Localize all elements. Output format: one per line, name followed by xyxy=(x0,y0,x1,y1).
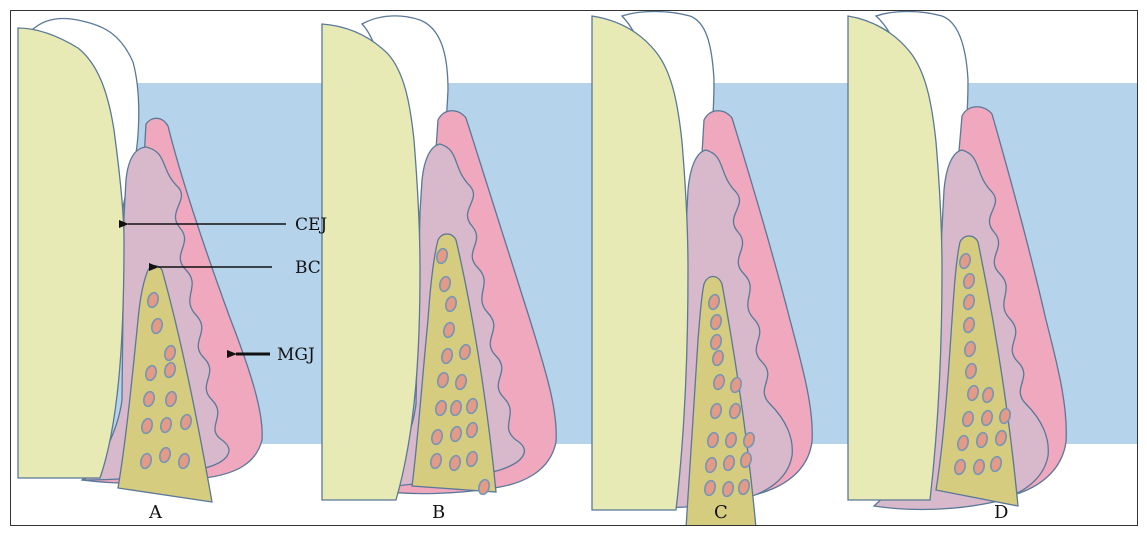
panel-a-marrow-space xyxy=(140,417,154,435)
panel-d-marrow-space xyxy=(981,386,995,404)
panel-a-marrow-space xyxy=(177,452,191,470)
panel-a-marrow-space xyxy=(150,317,164,335)
mgj-label: MGJ xyxy=(277,345,315,365)
panel-b-marrow-space xyxy=(465,421,479,439)
panel-d-marrow-space xyxy=(980,409,994,427)
panel-c-marrow-space xyxy=(739,451,753,469)
panel-d-marrow-space xyxy=(989,455,1003,473)
panel-b-marrow-space xyxy=(434,399,448,417)
panel-b-marrow-space xyxy=(438,275,452,293)
panel-c xyxy=(591,11,876,525)
panel-c-marrow-space xyxy=(737,478,751,496)
panel-a-label: A xyxy=(148,502,163,523)
panel-d-marrow-space xyxy=(975,431,989,449)
panel-d-marrow-space xyxy=(958,252,972,270)
panel-c-marrow-space xyxy=(712,373,726,391)
panel-b-label: B xyxy=(432,502,445,523)
panel-c-marrow-space xyxy=(721,480,735,498)
panel-c-marrow-space xyxy=(707,293,721,311)
panel-a-marrow-space xyxy=(139,452,153,470)
panel-b-marrow-space xyxy=(442,321,456,339)
panel-d-tooth xyxy=(847,15,943,501)
panel-a-marrow-space xyxy=(163,344,177,362)
panel-c-marrow-space xyxy=(709,313,723,331)
panel-a-alveolar-bone xyxy=(117,264,213,503)
panel-b-marrow-space xyxy=(465,450,479,468)
panel-c-marrow-space xyxy=(728,402,742,420)
panel-c-marrow-space xyxy=(709,333,723,351)
panel-b-marrow-space xyxy=(477,478,491,496)
panel-b-marrow-space xyxy=(436,371,450,389)
panel-b xyxy=(321,15,610,501)
panel-a-marrow-space xyxy=(163,361,177,379)
panel-b-marrow-space xyxy=(465,397,479,415)
panel-b-marrow-space xyxy=(444,295,458,313)
panel-b-marrow-space xyxy=(449,425,463,443)
panel-b-marrow-space xyxy=(429,452,443,470)
panel-d-label: D xyxy=(994,502,1008,523)
panel-a-marrow-space xyxy=(164,390,178,408)
panel-d-marrow-space xyxy=(956,434,970,452)
panel-d-marrow-space xyxy=(966,384,980,402)
panel-b-marrow-space xyxy=(449,399,463,417)
cej-label: CEJ xyxy=(295,215,327,235)
panel-a-marrow-space xyxy=(142,390,156,408)
panel-c-marrow-space xyxy=(724,431,738,449)
annotation-arrows xyxy=(119,220,286,358)
panel-c-marrow-space xyxy=(711,349,725,367)
panel-d-marrow-space xyxy=(963,340,977,358)
panel-c-marrow-space xyxy=(729,376,743,394)
bc-label: BC xyxy=(295,258,321,278)
panel-d-marrow-space xyxy=(998,407,1012,425)
panel-b-marrow-space xyxy=(430,428,444,446)
panel-d-marrow-space xyxy=(961,410,975,428)
panel-a-marrow-space xyxy=(158,446,172,464)
bone-marrow-spaces xyxy=(139,247,1012,498)
panel-b-marrow-space xyxy=(454,373,468,391)
panel-c-marrow-space xyxy=(709,402,723,420)
panel-b-tooth xyxy=(321,23,421,501)
panel-c-alveolar-bone xyxy=(685,275,757,525)
panel-a-tooth xyxy=(17,27,125,479)
panel-b-marrow-space xyxy=(435,247,449,265)
panel-c-marrow-space xyxy=(704,456,718,474)
panel-c-tooth xyxy=(591,15,689,511)
panel-d xyxy=(847,11,1137,511)
panel-a-marrow-space xyxy=(159,416,173,434)
panel-d-marrow-space xyxy=(972,458,986,476)
panel-a xyxy=(17,17,350,503)
panel-a-marrow-space xyxy=(144,364,158,382)
panel-a-marrow-space xyxy=(146,291,160,309)
panel-b-marrow-space xyxy=(458,343,472,361)
panel-b-marrow-space xyxy=(448,454,462,472)
panel-c-label: C xyxy=(714,502,728,523)
panel-d-marrow-space xyxy=(962,293,976,311)
panel-d-marrow-space xyxy=(962,316,976,334)
panel-c-marrow-space xyxy=(722,454,736,472)
panel-d-marrow-space xyxy=(962,272,976,290)
panel-b-marrow-space xyxy=(440,347,454,365)
panel-d-marrow-space xyxy=(953,458,967,476)
panel-a-marrow-space xyxy=(179,413,193,431)
panel-c-marrow-space xyxy=(703,479,717,497)
panel-d-marrow-space xyxy=(964,362,978,380)
panel-c-marrow-space xyxy=(706,431,720,449)
panel-d-marrow-space xyxy=(994,429,1008,447)
panel-c-marrow-space xyxy=(742,431,756,449)
